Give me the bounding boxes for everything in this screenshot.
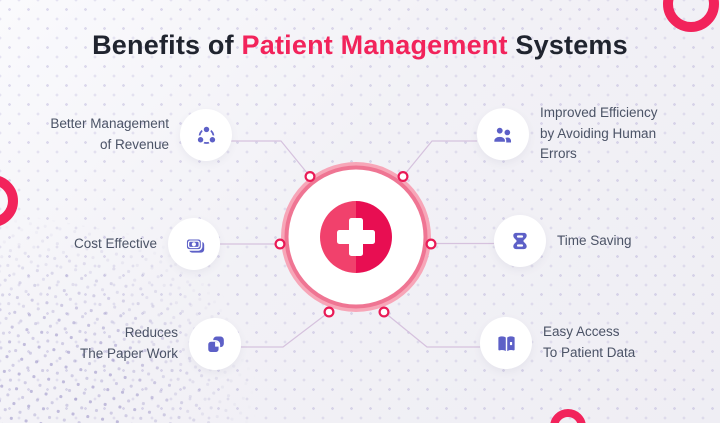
benefit-label: Reduces The Paper Work <box>79 325 178 361</box>
benefit-icon-circle <box>480 317 532 369</box>
connector-revenue <box>231 140 311 177</box>
node-top-right <box>397 171 409 183</box>
benefit-item-time: Time Saving <box>494 215 632 267</box>
benefit-icon-circle <box>477 107 529 160</box>
benefit-icon-circle <box>168 218 220 270</box>
benefit-item-revenue: Better Management of Revenue <box>50 109 232 161</box>
benefit-icon-circle <box>189 318 241 370</box>
central-hub <box>281 162 431 312</box>
node-top-left <box>304 171 316 183</box>
connector-efficiency <box>402 140 477 177</box>
title-highlight: Patient Management <box>241 30 508 60</box>
hourglass-icon <box>513 232 527 250</box>
benefit-icon-circle <box>180 109 232 161</box>
hub-nodes <box>274 171 437 318</box>
page-title: Benefits of Patient Management Systems <box>0 30 720 61</box>
benefit-icon-circle <box>494 215 546 267</box>
share-network-icon <box>195 124 217 144</box>
node-right <box>425 238 437 250</box>
title-suffix: Systems <box>507 30 628 60</box>
connector-lines <box>220 140 494 348</box>
cash-icon <box>184 237 204 253</box>
benefit-label: Better Management of Revenue <box>50 116 169 152</box>
connector-paperwork <box>241 311 330 348</box>
benefit-label: Cost Effective <box>73 235 157 251</box>
node-bottom-right <box>378 306 390 318</box>
benefit-item-paperwork: Reduces The Paper Work <box>80 318 241 370</box>
benefit-item-efficiency: Improved Efficiency by Avoiding Human Er… <box>477 103 658 165</box>
benefit-label: Improved Efficiency by Avoiding Human Er… <box>540 105 658 162</box>
benefit-item-access: Easy Access To Patient Data <box>480 317 635 369</box>
decor-ring-left <box>0 176 18 226</box>
connector-access <box>383 311 480 348</box>
decor-ring-bottom <box>550 409 586 423</box>
title-prefix: Benefits of <box>92 30 242 60</box>
benefit-label: Time Saving <box>557 232 632 248</box>
open-book-icon <box>497 335 515 351</box>
copy-documents-icon <box>206 335 224 354</box>
people-group-icon <box>493 126 512 143</box>
node-bottom-left <box>323 306 335 318</box>
node-left <box>274 238 286 250</box>
benefit-item-cost: Cost Effective <box>74 218 220 270</box>
medical-cross-icon <box>320 201 392 273</box>
benefit-label: Easy Access To Patient Data <box>543 324 636 360</box>
decor-ring-top-right <box>663 0 719 32</box>
